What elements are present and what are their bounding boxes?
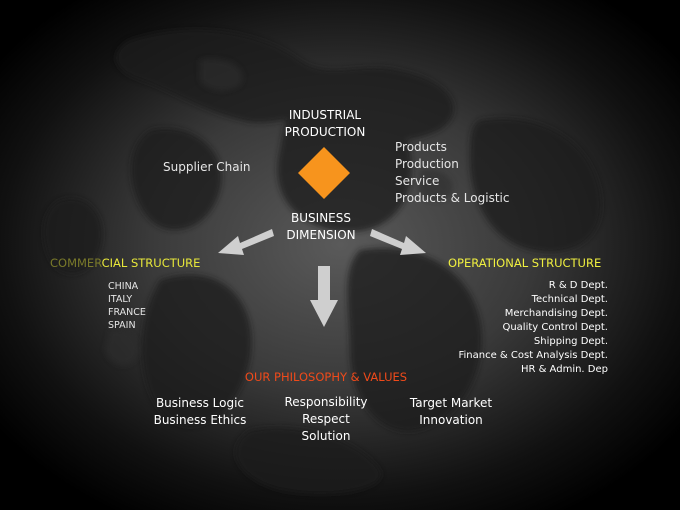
department-item: Quality Control Dept. [502, 322, 608, 333]
departments-list: R & D Dept. Technical Dept. Merchandisin… [458, 279, 608, 377]
value-item: Business Ethics [153, 413, 247, 427]
commercial-title-part2: CIAL STRUCTURE [101, 256, 201, 270]
orange-diamond-icon [298, 147, 350, 199]
products-item: Products [395, 140, 447, 154]
department-item: HR & Admin. Dep [520, 364, 608, 375]
arrow-to-commercial-icon [218, 229, 274, 255]
philosophy-middle-values: Responsibility Respect Solution [284, 394, 367, 445]
products-list: Products Production Service Products & L… [395, 139, 509, 207]
operational-structure-title: OPERATIONAL STRUCTURE [448, 256, 602, 270]
business-line: BUSINESS [291, 211, 351, 225]
arrow-to-operational-icon [370, 229, 426, 255]
value-item: Innovation [419, 413, 483, 427]
dimension-line: DIMENSION [286, 228, 356, 242]
products-item: Production [395, 157, 459, 171]
business-dimension-label: BUSINESS DIMENSION [286, 210, 355, 244]
department-item: Technical Dept. [531, 294, 608, 305]
countries-list: CHINA ITALY FRANCE SPAIN [108, 280, 146, 332]
philosophy-title: OUR PHILOSOPHY & VALUES [244, 370, 408, 384]
country-item: SPAIN [108, 320, 136, 331]
industrial-line: INDUSTRIAL [288, 108, 362, 122]
philosophy-left-values: Business Logic Business Ethics [154, 395, 247, 429]
value-item: Target Market [409, 396, 493, 410]
country-item: FRANCE [108, 307, 146, 318]
department-item: Merchandising Dept. [504, 308, 608, 319]
department-item: Finance & Cost Analysis Dept. [458, 350, 608, 361]
arrow-to-philosophy-icon [310, 266, 338, 327]
philosophy-right-values: Target Market Innovation [410, 395, 492, 429]
department-item: R & D Dept. [548, 280, 608, 291]
commercial-title-part1: COMMER [50, 256, 102, 270]
country-item: ITALY [108, 294, 133, 305]
value-item: Solution [301, 429, 351, 443]
value-item: Respect [302, 412, 350, 426]
products-item: Products & Logistic [395, 191, 510, 205]
department-item: Shipping Dept. [533, 336, 608, 347]
products-item: Service [395, 174, 440, 188]
supplier-chain-label: Supplier Chain [163, 160, 251, 174]
industrial-production-label: INDUSTRIAL PRODUCTION [285, 107, 366, 141]
commercial-structure-title: COMMERCIAL STRUCTURE [50, 256, 200, 270]
production-line: PRODUCTION [284, 125, 366, 139]
value-item: Responsibility [284, 395, 368, 409]
diamond-shape [298, 147, 350, 199]
value-item: Business Logic [155, 396, 245, 410]
country-item: CHINA [108, 281, 139, 292]
